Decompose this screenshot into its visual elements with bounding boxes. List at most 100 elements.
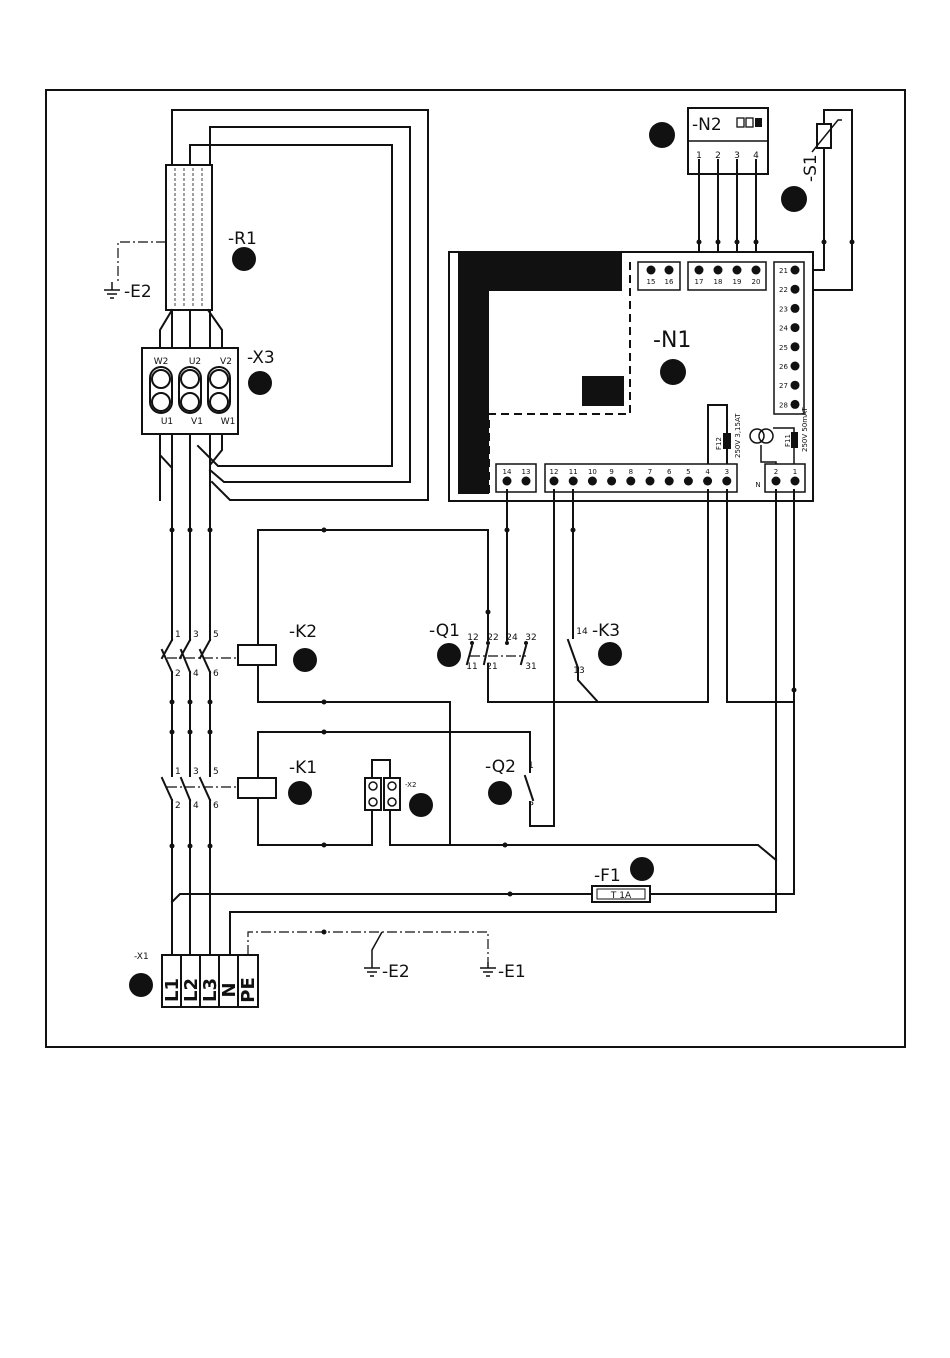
- x1-l2: L2: [181, 978, 202, 1002]
- n1-term-8: 8: [629, 468, 633, 476]
- q2-label: -Q2: [485, 757, 516, 777]
- r1-heater: [166, 165, 212, 310]
- n1-label: -N1: [653, 328, 691, 353]
- q1-num-31: 31: [525, 662, 536, 672]
- e2-bottom-label: -E2: [382, 962, 410, 982]
- n1-term-17: 17: [695, 278, 704, 286]
- n1-term-9: 9: [609, 468, 613, 476]
- r1-label: -R1: [228, 229, 257, 249]
- n1-term-dot-5: [684, 477, 693, 486]
- f11-rating: 250V 50mAT: [801, 407, 809, 452]
- n1-term-26: 26: [779, 363, 788, 371]
- n1-term-24: 24: [779, 325, 788, 333]
- q2-num-1: 1: [528, 761, 534, 771]
- n1-term-dot-26: [791, 362, 800, 371]
- n1-term-16: 16: [665, 278, 674, 286]
- k2-label: -K2: [289, 622, 317, 642]
- k2-contact-top-3: 3: [193, 630, 199, 640]
- n1-term-25: 25: [779, 344, 788, 352]
- n1-term-dot-9: [607, 477, 616, 486]
- k2-contact-bot-2: 2: [175, 669, 181, 679]
- q1-num-24: 24: [506, 633, 518, 643]
- x1-l3: L3: [200, 978, 221, 1002]
- q1-label: -Q1: [429, 621, 460, 641]
- n1-term-27: 27: [779, 382, 788, 390]
- n1-term-28: 28: [779, 401, 788, 409]
- k1-contact-bot-2: 2: [175, 801, 181, 811]
- k1-label: -K1: [289, 758, 317, 778]
- n1-term-6: 6: [667, 468, 672, 476]
- k2-contact-bot-4: 4: [193, 669, 199, 679]
- k1-contact-top-3: 3: [193, 767, 199, 777]
- n1-term-dot-11: [569, 477, 578, 486]
- f12-label: F12: [715, 437, 723, 450]
- e2-top-label: -E2: [124, 282, 152, 302]
- n1-term-dot-3: [722, 477, 731, 486]
- n1-term-dot-27: [791, 381, 800, 390]
- k1-contact-top-5: 5: [213, 767, 219, 777]
- n1-term-14: 14: [503, 468, 512, 476]
- ground-lines: -E2 -E1: [248, 930, 526, 983]
- x3-w2-label: W2: [154, 357, 169, 367]
- k2-contact-top-5: 5: [213, 630, 219, 640]
- x3-w1-label: W1: [221, 417, 236, 427]
- x2-label: -X2: [405, 781, 416, 789]
- k1-contact-bot-4: 4: [193, 801, 199, 811]
- x3-u2-label: U2: [189, 357, 201, 367]
- n1-term-4: 4: [705, 468, 710, 476]
- n1-term-18: 18: [714, 278, 723, 286]
- k3-num-13: 13: [573, 666, 584, 676]
- n1-term-12: 12: [550, 468, 559, 476]
- x1-label: -X1: [134, 952, 149, 962]
- x3-v1-label: V1: [191, 417, 203, 427]
- k1-contact-top-1: 1: [175, 767, 181, 777]
- motor-wiring: W2 U2 V2 U1 V1 W1 -R1 -X3 -E2: [104, 110, 428, 500]
- n1-term-13: 13: [522, 468, 531, 476]
- q1-num-32: 32: [525, 633, 536, 643]
- x1-terminal: L1 L2 L3 N PE -X1: [129, 952, 259, 1007]
- q1-num-11: 11: [466, 662, 477, 672]
- n1-term-dot-21: [791, 266, 800, 275]
- n1-term-dot-10: [588, 477, 597, 486]
- n1-term-22: 22: [779, 286, 788, 294]
- x3-label: -X3: [247, 348, 275, 368]
- main-power-wires: 135246135246: [162, 500, 236, 955]
- n1-term-3: 3: [725, 468, 729, 476]
- n1-term-dot-12: [550, 477, 559, 486]
- n1-term-dot-25: [791, 342, 800, 351]
- n1-term-1: 1: [793, 468, 797, 476]
- k3-label: -K3: [592, 621, 620, 641]
- n1-term-10: 10: [588, 468, 597, 476]
- n1-term-7: 7: [648, 468, 652, 476]
- e1-label: -E1: [498, 962, 526, 982]
- n1-n-label: N: [755, 481, 760, 489]
- f11-label: F11: [784, 434, 792, 447]
- n1-term-23: 23: [779, 305, 788, 313]
- k1-coil: [238, 778, 276, 798]
- n2-module: -N2 1 2 3 4: [649, 108, 768, 270]
- n1-term-19: 19: [733, 278, 742, 286]
- n1-term-2: 2: [774, 468, 778, 476]
- q1-num-21: 21: [486, 662, 497, 672]
- s1-label: -S1: [801, 154, 821, 182]
- f12-rating: 250V 3,15AT: [734, 413, 742, 458]
- n1-term-dot-4: [703, 477, 712, 486]
- x3-v2-label: V2: [220, 357, 232, 367]
- f1-rating: T 1A: [610, 891, 632, 901]
- k3-num-14: 14: [576, 627, 588, 637]
- k2-coil: [238, 645, 276, 665]
- n1-term-15: 15: [647, 278, 656, 286]
- q2-p-label: P: [528, 801, 534, 811]
- n1-term-5: 5: [686, 468, 690, 476]
- n1-term-dot-8: [626, 477, 635, 486]
- n1-term-dot-6: [665, 477, 674, 486]
- x1-pe: PE: [238, 977, 259, 1003]
- k2-q1-k3-circuit: -K2 -Q1 12 22 24 32 11 21 31 14 13 -K3: [230, 490, 797, 955]
- x3-u1-label: U1: [161, 417, 173, 427]
- q1-num-22: 22: [487, 633, 498, 643]
- n1-term-11: 11: [569, 468, 578, 476]
- n1-term-dot-24: [791, 323, 800, 332]
